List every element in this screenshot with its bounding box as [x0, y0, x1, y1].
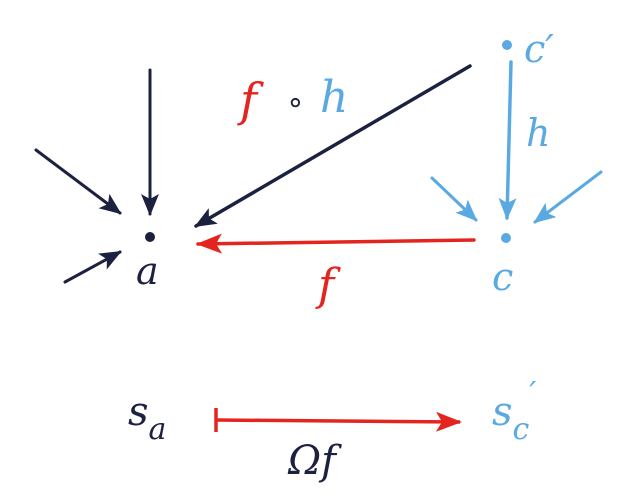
arrow-f: [196, 233, 476, 254]
point-c: [501, 233, 511, 243]
label-h: h: [526, 111, 550, 155]
label-f: f: [315, 260, 341, 311]
mapsto-arrow: [215, 411, 462, 432]
label-composite-op: ∘: [286, 85, 305, 120]
arrow-h: [498, 60, 517, 220]
arrow-composite-foh: [194, 64, 472, 228]
label-s-a: sa: [128, 389, 166, 447]
point-a: [145, 232, 155, 242]
label-c: c: [492, 255, 513, 299]
arrow-into-c-left: [430, 176, 478, 222]
arrow-into-c-right: [533, 170, 603, 224]
label-a: a: [136, 249, 159, 293]
arrow-into-a-left: [34, 148, 122, 215]
label-composite-h: h: [320, 72, 348, 123]
arrow-into-a-bottom-left: [63, 250, 122, 284]
label-composite: f ∘ h: [237, 72, 348, 127]
label-composite-f: f: [237, 73, 264, 127]
label-omega-f: Ωf: [287, 438, 342, 484]
label-s-c-prime: sc′: [492, 376, 536, 447]
point-c-prime: [502, 40, 512, 50]
label-c-prime: c′: [524, 27, 554, 71]
